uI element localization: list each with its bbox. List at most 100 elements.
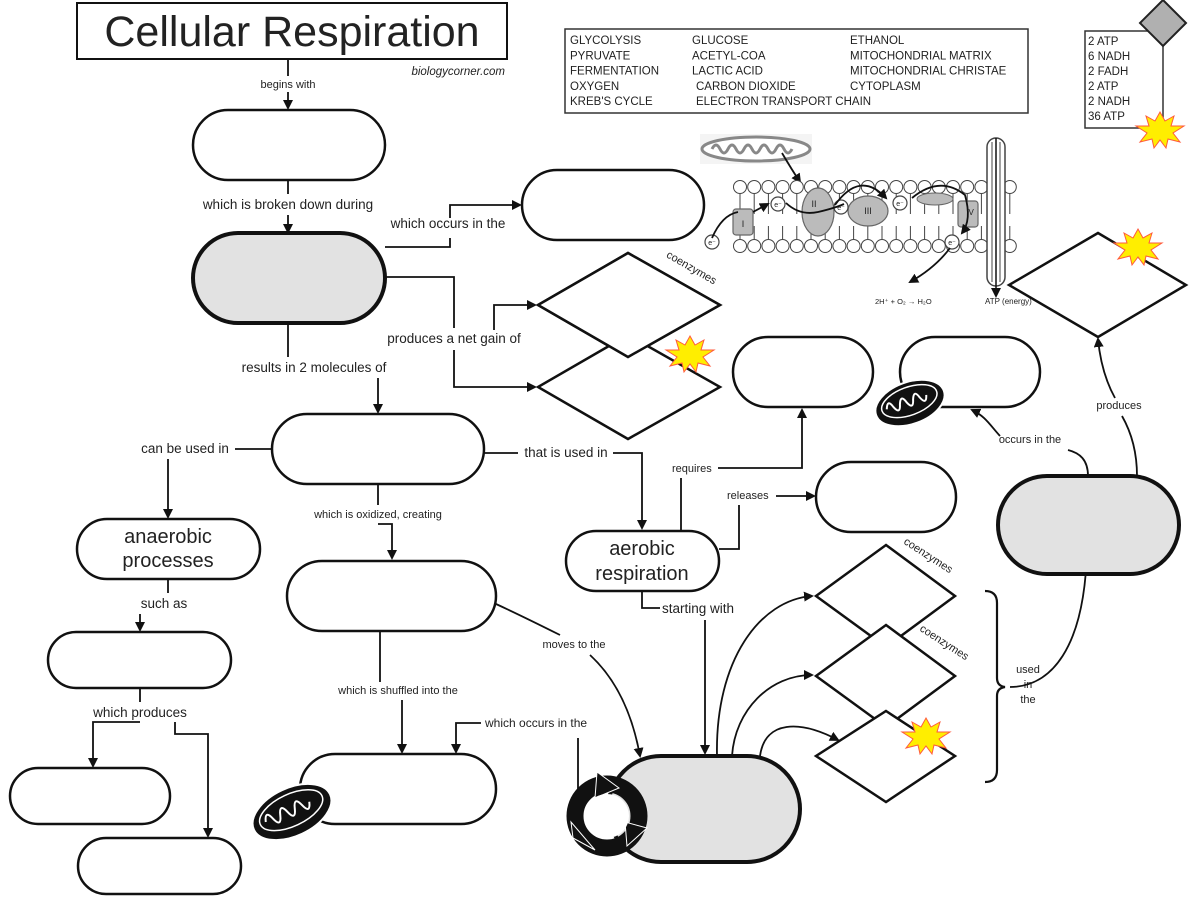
link-can-be-used: can be used in — [141, 441, 229, 456]
page-title: Cellular Respiration — [104, 8, 479, 56]
phospholipid-head — [960, 180, 975, 194]
atp-tally-item: 36 ATP — [1088, 111, 1125, 123]
cycle-arrows-icon — [566, 771, 649, 857]
word-bank-term: GLUCOSE — [692, 35, 749, 47]
word-bank-term: ETHANOL — [850, 35, 905, 47]
etc-reaction: 2H⁺ + O₂ → H₂O — [875, 297, 932, 306]
node-ethanol-blank[interactable] — [8, 766, 172, 826]
phospholipid-head — [789, 180, 804, 194]
node-lactic-acid-blank[interactable] — [76, 836, 243, 896]
link-occurs-in-1: which occurs in the — [390, 216, 506, 231]
word-bank-term: KREB'S CYCLE — [570, 96, 653, 108]
phospholipid-head — [733, 239, 747, 253]
phospholipid-head — [747, 180, 762, 194]
word-bank-term: MITOCHONDRIAL CHRISTAE — [850, 66, 1007, 78]
word-bank-term: ACETYL-COA — [692, 50, 766, 62]
electron-transport-chain-diagram: I II III IV e⁻e⁻e⁻e⁻e⁻ 2H⁺ + O₂ → H₂O AT… — [700, 134, 1032, 306]
mitochondrion-icon — [251, 782, 333, 842]
atp-tally-item: 2 ATP — [1088, 81, 1119, 93]
node-glycolysis-blank[interactable] — [191, 231, 387, 325]
electron-icon — [892, 195, 908, 211]
cytochrome-c — [916, 192, 954, 206]
link-oxidized: which is oxidized, creating — [313, 509, 442, 521]
node-carbon-dioxide-blank[interactable] — [814, 460, 958, 534]
phospholipid-head — [804, 239, 818, 253]
node-fermentation-blank[interactable] — [46, 630, 233, 690]
electron-label: e⁻ — [708, 240, 716, 247]
electron-label: e⁻ — [837, 205, 845, 212]
link-used-in-the-3: the — [1020, 694, 1035, 706]
link-occurs-in-3: occurs in the — [999, 434, 1061, 446]
aerobic-line-2: respiration — [595, 563, 688, 585]
phospholipid-head — [832, 180, 847, 194]
node-etc-blank[interactable] — [996, 474, 1181, 576]
phospholipid-head — [974, 180, 989, 194]
link-releases: releases — [727, 490, 769, 502]
anaerobic-line-2: processes — [122, 550, 213, 572]
word-bank-term: LACTIC ACID — [692, 66, 763, 78]
phospholipid-head — [889, 180, 904, 194]
svg-text:II: II — [811, 199, 816, 209]
atp-tally-item: 2 NADH — [1088, 96, 1130, 108]
phospholipid-head — [733, 180, 747, 194]
node-matrix-blank[interactable] — [298, 752, 498, 826]
word-bank-term: FERMENTATION — [570, 66, 659, 78]
word-bank-term: CARBON DIOXIDE — [696, 81, 796, 93]
phospholipid-head — [775, 180, 790, 194]
electron-label: e⁻ — [896, 201, 904, 208]
node-acetyl-coa-blank[interactable] — [285, 559, 498, 633]
phospholipid-head — [818, 239, 833, 253]
word-bank-term: MITOCHONDRIAL MATRIX — [850, 50, 992, 62]
diamond-krebs-atp-blank[interactable] — [813, 709, 958, 804]
electron-label: e⁻ — [948, 240, 956, 247]
svg-text:IV: IV — [966, 208, 974, 217]
link-occurs-in-2: which occurs in the — [484, 716, 587, 730]
anaerobic-line-1: anaerobic — [124, 526, 212, 548]
phospholipid-head — [747, 239, 762, 253]
link-results-in: results in 2 molecules of — [242, 360, 387, 375]
phospholipid-head — [860, 239, 875, 253]
atp-tally-item: 2 ATP — [1088, 36, 1119, 48]
word-bank-term: CYTOPLASM — [850, 81, 921, 93]
link-used-in-the-1: used — [1016, 664, 1040, 676]
node-cytoplasm-blank[interactable] — [520, 168, 706, 242]
link-such-as: such as — [141, 596, 188, 611]
word-bank: GLYCOLYSISPYRUVATEFERMENTATIONOXYGENKREB… — [564, 28, 1029, 114]
tally-diamond — [1138, 0, 1188, 48]
diamond-atp-blank[interactable] — [535, 333, 723, 441]
aerobic-line-1: aerobic — [609, 538, 675, 560]
phospholipid-head — [903, 180, 918, 194]
bracket-brace — [984, 589, 1006, 784]
etc-atp-label: ATP (energy) — [985, 297, 1032, 306]
node-oxygen-blank[interactable] — [731, 335, 875, 409]
title-box: Cellular Respiration — [76, 2, 508, 60]
phospholipid-head — [832, 239, 847, 253]
word-bank-term: OXYGEN — [570, 81, 619, 93]
phospholipid-head — [917, 239, 932, 253]
svg-text:I: I — [742, 219, 745, 229]
node-pyruvate-blank[interactable] — [270, 412, 486, 486]
atp-tally-item: 2 FADH — [1088, 66, 1128, 78]
energy-burst-icon — [1134, 110, 1186, 150]
link-begins-with: begins with — [260, 79, 315, 91]
diamond-etc-atp-blank[interactable] — [1006, 231, 1189, 339]
svg-text:III: III — [864, 206, 872, 216]
atp-tally: 2 ATP 6 NADH 2 FADH 2 ATP 2 NADH 36 ATP — [1084, 0, 1188, 150]
mitochondrion-outline-icon — [700, 134, 812, 164]
link-starting-with: starting with — [662, 601, 734, 616]
node-glucose-blank[interactable] — [191, 108, 387, 182]
link-which-produces: which produces — [92, 705, 187, 720]
phospholipid-head — [931, 239, 946, 253]
complex-i — [732, 208, 754, 236]
phospholipid-head — [903, 239, 918, 253]
energy-burst-icon — [664, 334, 716, 374]
phospholipid-head — [974, 239, 989, 253]
electron-icon — [770, 196, 786, 212]
phospholipid-head — [960, 239, 975, 253]
phospholipid-head — [875, 239, 889, 253]
energy-burst-icon — [1112, 227, 1164, 267]
energy-burst-icon — [900, 716, 952, 756]
link-that-is-used: that is used in — [524, 445, 607, 460]
word-bank-term: PYRUVATE — [570, 50, 631, 62]
atp-tally-item: 6 NADH — [1088, 51, 1130, 63]
